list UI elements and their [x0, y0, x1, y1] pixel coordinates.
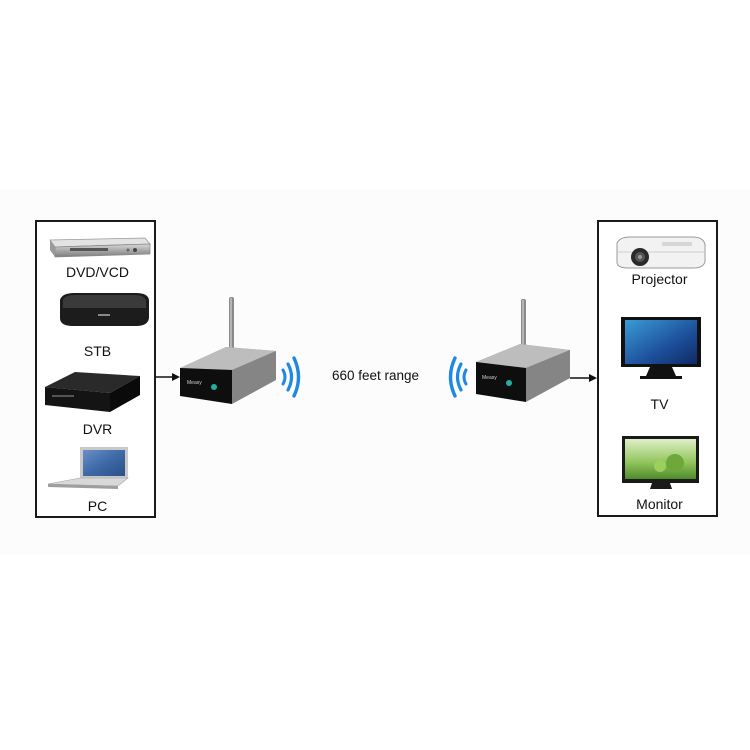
input-arrow [156, 373, 180, 381]
output-arrow [570, 374, 597, 382]
transmit-signal-icon [281, 356, 301, 398]
source-label-dvd: DVD/VCD [65, 264, 129, 280]
source-label-dvr: DVR [82, 421, 113, 437]
svg-text:Measy: Measy [187, 380, 202, 386]
source-label-pc: PC [87, 498, 108, 514]
laptop-icon [47, 447, 129, 489]
display-label-monitor: Monitor [636, 496, 683, 512]
av-transmitter-icon: Measy [180, 297, 276, 404]
tv-icon [621, 317, 701, 379]
source-label-stb: STB [83, 343, 112, 359]
range-label: 660 feet range [331, 368, 420, 383]
set-top-box-icon [60, 293, 149, 326]
projector-icon [616, 236, 706, 269]
monitor-icon [622, 436, 699, 489]
av-receiver-icon: Measy [476, 299, 570, 402]
receive-signal-icon [448, 356, 468, 398]
svg-text:Measy: Measy [482, 375, 497, 381]
dvr-icon [45, 372, 140, 412]
dvd-player-icon [49, 237, 151, 258]
display-label-projector: Projector [631, 271, 688, 287]
display-label-tv: TV [650, 396, 669, 412]
